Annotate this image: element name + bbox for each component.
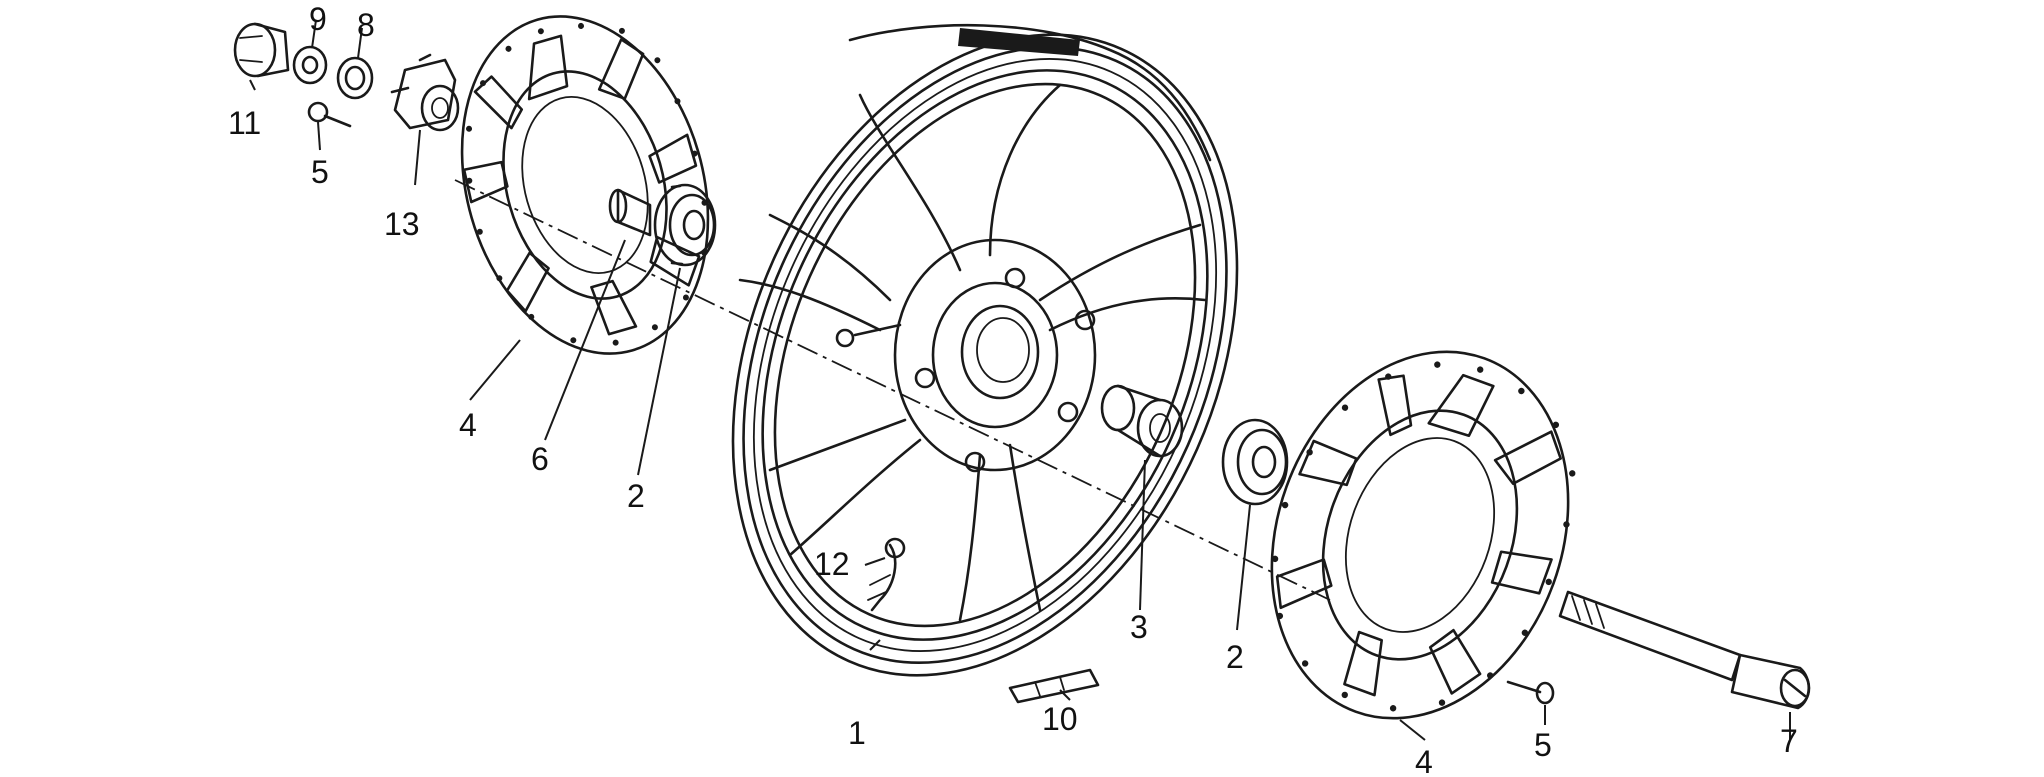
disc-bolt [1506,680,1555,705]
callout-13: 13 [384,206,420,242]
callout-10: 10 [1042,701,1078,737]
callout-2-right: 2 [1226,639,1244,675]
callout-5-right: 5 [1534,727,1552,763]
right-brake-disc [1270,350,1576,720]
right-bearing [1221,418,1289,506]
callout-6: 6 [531,441,549,477]
speedometer-drive-assembly [233,22,460,132]
callout-2-left: 2 [627,478,645,514]
wheel-hub [835,238,1097,473]
callout-4-left: 4 [459,407,477,443]
axle-centerline [454,179,1331,601]
rim-back-edge [848,24,1212,162]
wheel-spokes [738,83,1207,622]
callout-3: 3 [1130,609,1148,645]
callout-4-right: 4 [1415,744,1433,777]
callout-labels: 1 2 2 3 4 4 5 5 6 7 8 9 10 11 12 13 [228,1,1798,777]
callout-8: 8 [357,7,375,43]
callout-12: 12 [814,546,850,582]
rim-tyre-band [958,28,1080,56]
tyre-valve [867,537,906,612]
left-brake-disc [460,15,710,355]
callout-1: 1 [848,715,866,751]
callout-5-left: 5 [311,154,329,190]
callout-7: 7 [1780,723,1798,759]
balance-weight [1008,668,1100,704]
hub-spacer [1100,384,1184,458]
callout-9: 9 [309,1,327,37]
spacer-tube [608,188,652,237]
leader-lines [249,19,1791,741]
left-bearing [653,183,717,267]
callout-11: 11 [228,105,261,141]
wheel-spindle [1558,590,1811,710]
